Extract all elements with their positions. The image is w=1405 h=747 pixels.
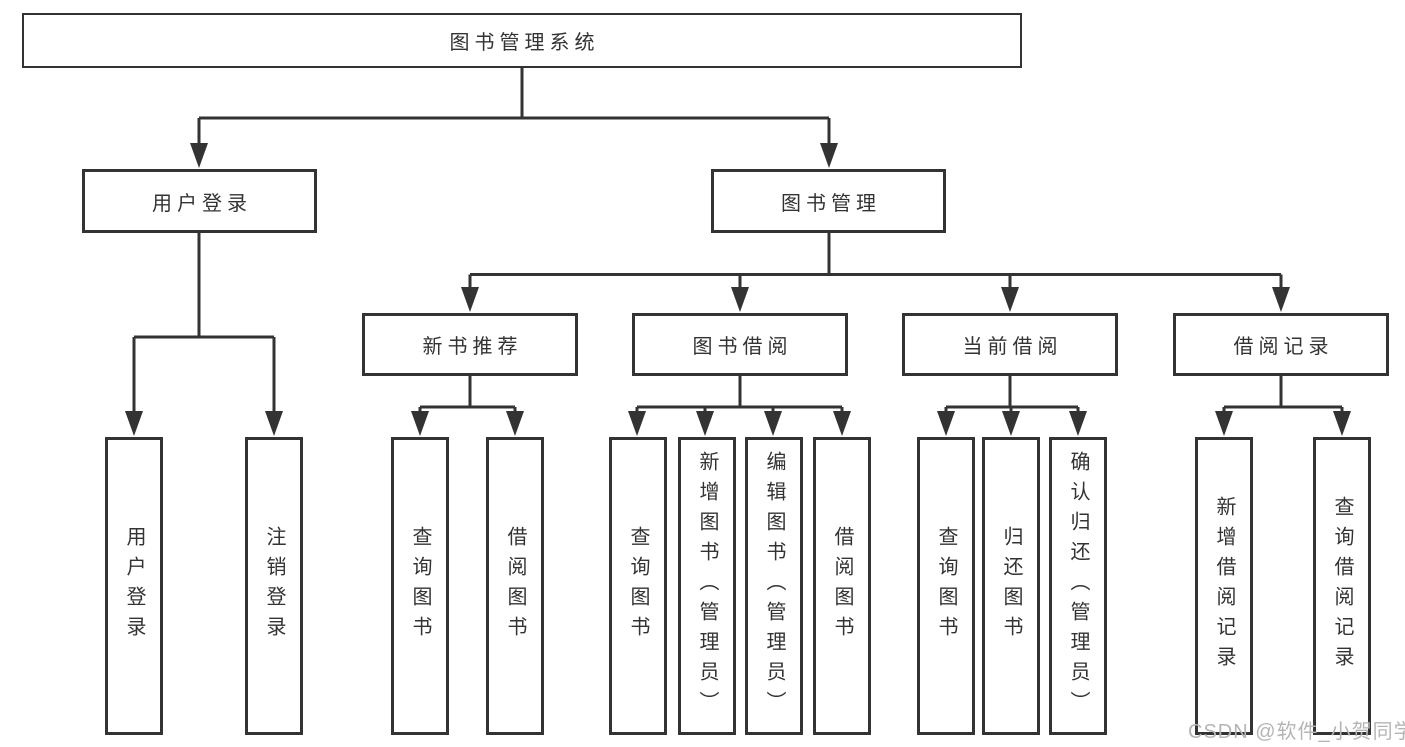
- leaf-bb-edit-books-admin: 编辑图书（管理员）: [745, 437, 803, 735]
- leaf-cb-query-books-label: 查询图书: [935, 526, 957, 646]
- leaf-bb-borrow-books: 借阅图书: [813, 437, 871, 735]
- leaf-bb-edit-books-admin-label: 编辑图书（管理员）: [763, 451, 785, 721]
- leaf-logout-label: 注销登录: [263, 526, 285, 646]
- leaf-bb-add-books-admin-label: 新增图书（管理员）: [696, 451, 718, 721]
- leaf-br-query-record: 查询借阅记录: [1313, 437, 1371, 735]
- leaf-cb-query-books: 查询图书: [917, 437, 975, 735]
- node-book-management: 图书管理: [711, 169, 946, 233]
- node-root: 图书管理系统: [22, 13, 1022, 68]
- csdn-watermark: CSDN @软件_小贺同学: [1188, 721, 1405, 743]
- leaf-br-query-record-label: 查询借阅记录: [1331, 496, 1353, 676]
- leaf-nbr-borrow-books-label: 借阅图书: [504, 526, 526, 646]
- leaf-bb-query-books: 查询图书: [609, 437, 667, 735]
- node-book-borrow-label: 图书借阅: [692, 336, 793, 358]
- arrowhead-icons: [125, 143, 1351, 436]
- leaf-br-add-record: 新增借阅记录: [1195, 437, 1253, 735]
- node-borrow-records: 借阅记录: [1173, 313, 1389, 376]
- leaf-bb-borrow-books-label: 借阅图书: [831, 526, 853, 646]
- node-new-book-recommend-label: 新书推荐: [422, 336, 523, 358]
- node-root-label: 图书管理系统: [449, 32, 600, 54]
- node-book-management-label: 图书管理: [781, 192, 881, 215]
- node-current-borrow-label: 当前借阅: [962, 336, 1063, 358]
- node-new-book-recommend: 新书推荐: [362, 313, 578, 376]
- leaf-nbr-query-books-label: 查询图书: [409, 526, 431, 646]
- leaf-nbr-query-books: 查询图书: [391, 437, 449, 735]
- leaf-logout: 注销登录: [245, 437, 303, 735]
- node-current-borrow: 当前借阅: [902, 313, 1118, 376]
- leaf-br-add-record-label: 新增借阅记录: [1213, 496, 1235, 676]
- leaf-cb-return-books-label: 归还图书: [1000, 526, 1022, 646]
- leaf-cb-confirm-return-admin: 确认归还（管理员）: [1049, 437, 1107, 735]
- leaf-cb-return-books: 归还图书: [982, 437, 1040, 735]
- leaf-nbr-borrow-books: 借阅图书: [486, 437, 544, 735]
- leaf-cb-confirm-return-admin-label: 确认归还（管理员）: [1067, 451, 1089, 721]
- leaf-user-login-label: 用户登录: [123, 526, 145, 646]
- node-user-login-label: 用户登录: [152, 192, 252, 215]
- node-book-borrow: 图书借阅: [632, 313, 848, 376]
- node-user-login: 用户登录: [82, 169, 317, 233]
- node-borrow-records-label: 借阅记录: [1233, 336, 1334, 358]
- leaf-bb-add-books-admin: 新增图书（管理员）: [678, 437, 736, 735]
- leaf-bb-query-books-label: 查询图书: [627, 526, 649, 646]
- leaf-user-login: 用户登录: [105, 437, 163, 735]
